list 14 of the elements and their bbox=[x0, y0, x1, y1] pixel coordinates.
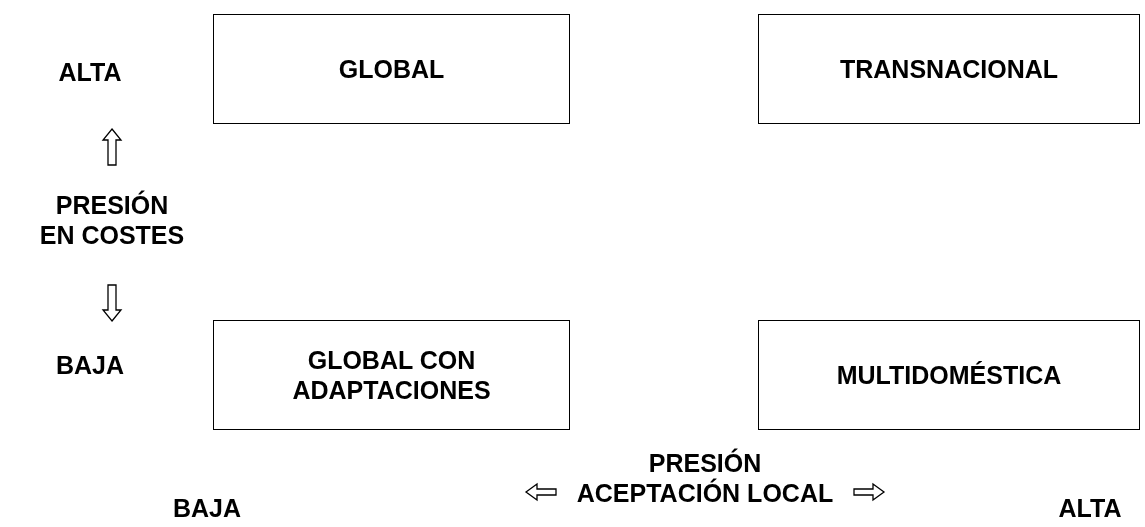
level-label: ALTA bbox=[58, 57, 122, 87]
level-label: BAJA bbox=[172, 493, 242, 523]
strategy-box bbox=[758, 320, 1140, 430]
level-label: ALTA bbox=[1058, 493, 1122, 523]
strategy-box bbox=[758, 14, 1140, 124]
strategy-name: GLOBAL bbox=[338, 54, 445, 84]
strategy-box bbox=[213, 320, 570, 430]
strategy-name: GLOBAL CON ADAPTACIONES bbox=[291, 345, 492, 405]
strategy-box bbox=[213, 14, 570, 124]
axis-title: PRESIÓN ACEPTACIÓN LOCAL bbox=[575, 448, 835, 508]
level-label: BAJA bbox=[55, 350, 125, 380]
strategy-name: TRANSNACIONAL bbox=[839, 54, 1058, 84]
axis-title: PRESIÓN EN COSTES bbox=[38, 190, 186, 250]
strategy-name: MULTIDOMÉSTICA bbox=[836, 360, 1062, 390]
